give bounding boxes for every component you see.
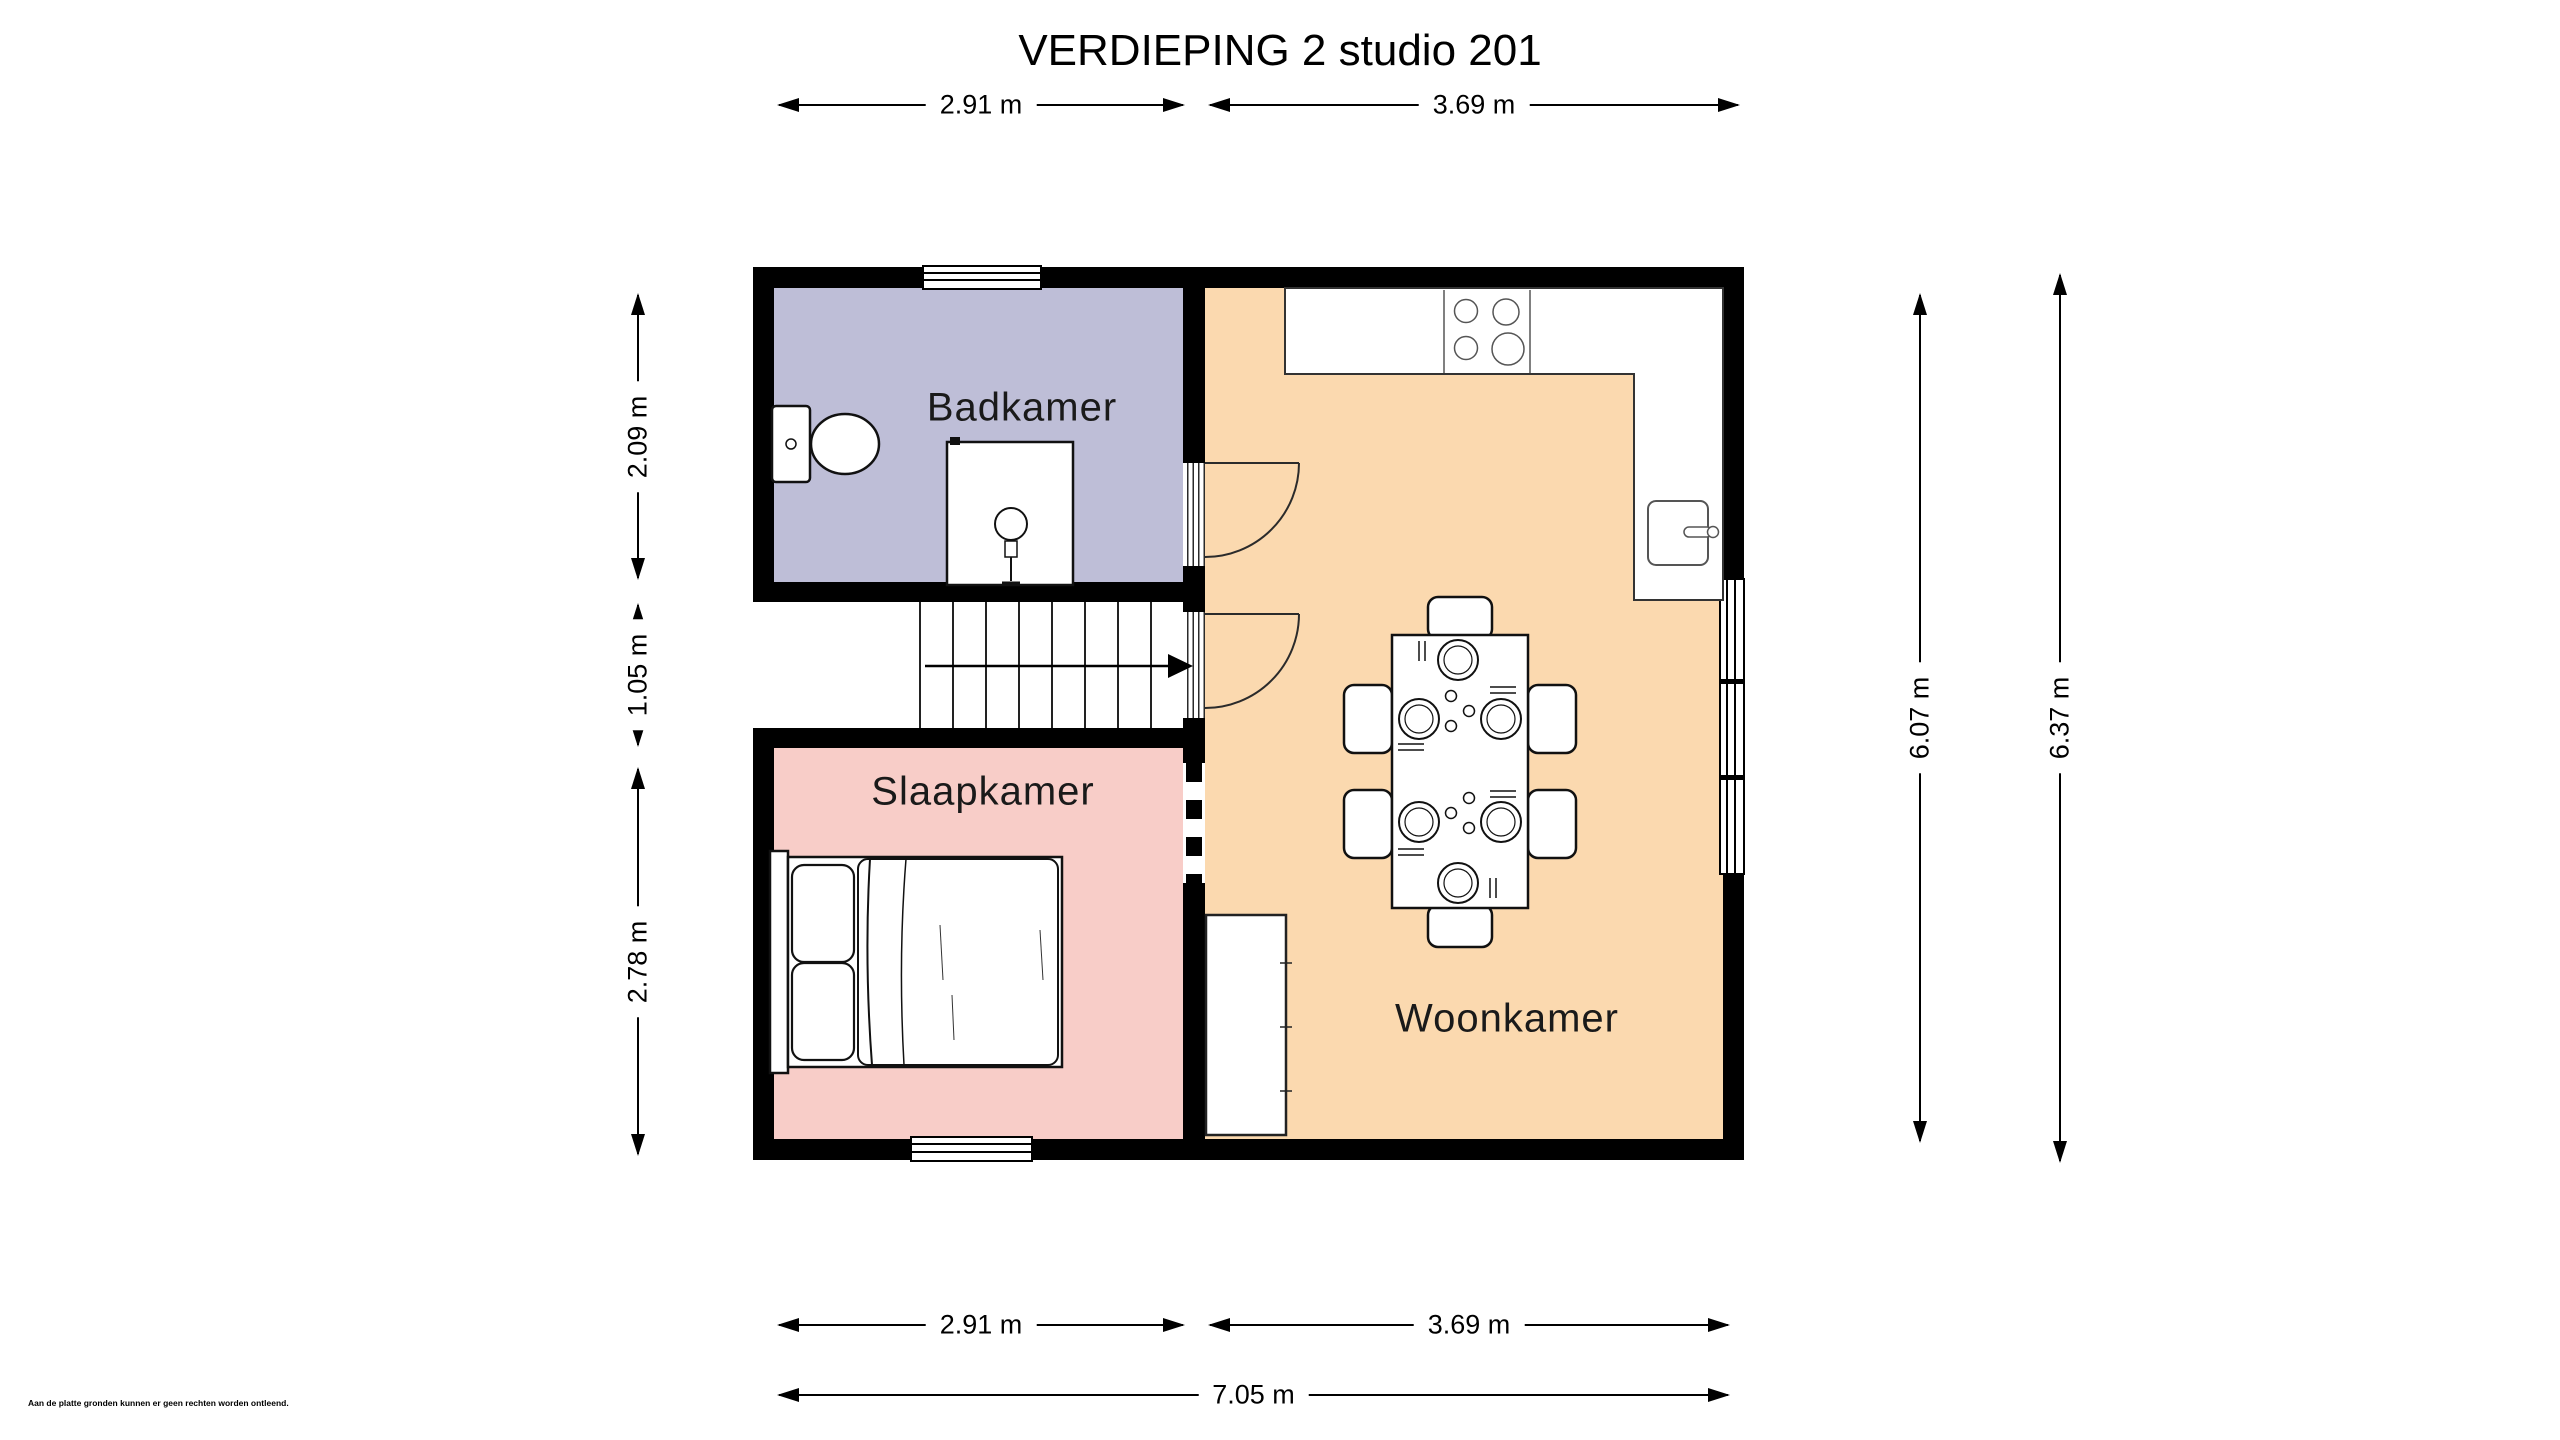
dim-left-lower: 2.78 m <box>622 767 654 1156</box>
wall-bathroom-bottom <box>753 582 1183 602</box>
opening-dashed-bedroom-living <box>1183 763 1205 883</box>
disclaimer-text: Aan de platte gronden kunnen er geen rec… <box>28 1398 289 1408</box>
wall-left-upper <box>753 267 774 602</box>
window-living-right <box>1719 578 1745 875</box>
dim-bottom-right: 3.69 m <box>1208 1309 1730 1341</box>
dim-top-left: 2.91 m <box>777 89 1185 121</box>
stairs-direction-arrow-icon <box>925 654 1193 678</box>
doorframe-bathroom <box>1183 463 1205 566</box>
room-label-slaapkamer: Slaapkamer <box>871 769 1095 814</box>
room-label-badkamer: Badkamer <box>926 385 1118 430</box>
dim-left-upper: 2.09 m <box>622 293 654 580</box>
dim-top-right: 3.69 m <box>1208 89 1740 121</box>
dim-bottom-total: 7.05 m <box>777 1379 1730 1411</box>
wall-bedroom-top <box>753 728 1183 748</box>
doorframe-stairs <box>1183 612 1205 718</box>
dim-left-middle: 1.05 m <box>622 603 654 747</box>
wall-left-lower <box>753 728 774 1160</box>
dim-right-outer: 6.37 m <box>2044 273 2076 1163</box>
room-bathroom <box>774 288 1183 582</box>
stairs-icon <box>919 602 1152 728</box>
window-bathroom-top <box>922 265 1042 290</box>
dim-bottom-left: 2.91 m <box>777 1309 1185 1341</box>
room-label-woonkamer: Woonkamer <box>1395 996 1619 1041</box>
wall-top <box>753 267 1744 288</box>
window-bedroom-bottom <box>910 1136 1033 1162</box>
dim-right-inner: 6.07 m <box>1904 293 1936 1143</box>
wall-bottom <box>753 1139 1744 1160</box>
page-title: VERDIEPING 2 studio 201 <box>1018 26 1542 75</box>
